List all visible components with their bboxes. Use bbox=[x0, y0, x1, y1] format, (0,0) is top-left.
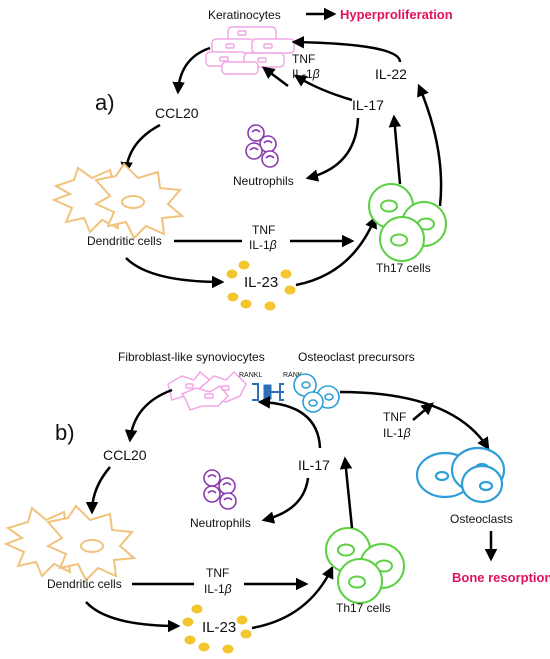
tnf-right-label: TNF bbox=[383, 410, 406, 424]
arrow-il17-to-keratinocytes bbox=[293, 74, 353, 102]
tnf-mid-label-b: TNF bbox=[206, 566, 229, 580]
ccl20-label-b: CCL20 bbox=[103, 447, 147, 463]
neutrophils-label-a: Neutrophils bbox=[233, 174, 294, 188]
osteoclast-precursors-label: Osteoclast precursors bbox=[298, 350, 415, 364]
arrow-il17-to-neutrophils-b bbox=[261, 477, 310, 524]
il23-label-b: IL-23 bbox=[202, 619, 236, 636]
keratinocyte-cells bbox=[205, 26, 295, 75]
rank-label: RANK bbox=[283, 372, 303, 379]
keratinocytes-label: Keratinocytes bbox=[208, 8, 281, 22]
panel-b-label: b) bbox=[55, 420, 75, 445]
arrow-th17-to-il22 bbox=[417, 83, 443, 207]
th17-cells-label-a: Th17 cells bbox=[376, 261, 431, 275]
synoviocyte-cells bbox=[167, 370, 247, 411]
th17-cells-b bbox=[325, 527, 405, 604]
dendritic-cells-label-a: Dendritic cells bbox=[87, 234, 162, 248]
il23-label-a: IL-23 bbox=[244, 274, 278, 291]
bone-resorption-label: Bone resorption bbox=[452, 570, 550, 585]
rankl-rank-receptor bbox=[252, 383, 284, 401]
th17-cells-label-b: Th17 cells bbox=[336, 601, 391, 615]
il17-label-b: IL-17 bbox=[298, 457, 330, 473]
arrow-il23-to-th17-b bbox=[251, 565, 334, 630]
il23-dots-a bbox=[226, 260, 296, 311]
il23-dots-b bbox=[182, 604, 252, 654]
il1b-top-label: IL-1β bbox=[292, 67, 320, 81]
arrow-il17-to-synoviocytes bbox=[257, 396, 322, 449]
arrow-ccl20-to-dendritic bbox=[120, 123, 161, 175]
dendritic-cells-label-b: Dendritic cells bbox=[47, 577, 122, 591]
th17-cells-a bbox=[368, 183, 447, 262]
arrow-ccl20-to-dendritic-b bbox=[85, 466, 111, 515]
il22-label: IL-22 bbox=[375, 66, 407, 82]
neutrophil-cells-b bbox=[203, 469, 237, 510]
tnf-top-label: TNF bbox=[292, 52, 315, 66]
neutrophil-cells-a bbox=[245, 124, 279, 168]
neutrophils-label-b: Neutrophils bbox=[190, 516, 251, 530]
arrow-th17-to-il17-a bbox=[388, 114, 402, 185]
synoviocytes-label: Fibroblast-like synoviocytes bbox=[118, 350, 265, 364]
il17-label-a: IL-17 bbox=[352, 97, 384, 113]
ccl20-label: CCL20 bbox=[155, 105, 199, 121]
osteoclast-cells bbox=[415, 446, 506, 504]
dendritic-cells-b bbox=[3, 504, 137, 582]
dendritic-cells-a bbox=[51, 162, 185, 240]
tnf-mid-label-a: TNF bbox=[252, 223, 275, 237]
arrow-dendritic-to-il23-a bbox=[125, 257, 225, 289]
arrow-il17-to-neutrophils-a bbox=[305, 117, 360, 182]
il1b-mid-label-b: IL-1β bbox=[204, 582, 232, 596]
osteoclasts-label: Osteoclasts bbox=[450, 512, 513, 526]
arrow-keratinocytes-to-ccl20 bbox=[172, 46, 211, 95]
panel-a-label: a) bbox=[95, 90, 115, 115]
arrow-cytokines-to-keratinocytes bbox=[262, 66, 289, 87]
arrow-il23-to-th17-a bbox=[295, 215, 377, 287]
arrow-il22-to-keratinocytes bbox=[291, 35, 402, 63]
osteoclast-precursor-cells bbox=[293, 373, 340, 413]
il1b-right-label: IL-1β bbox=[383, 426, 411, 440]
arrow-dendritic-to-il23-b bbox=[85, 601, 181, 633]
hyperproliferation-label: Hyperproliferation bbox=[340, 7, 453, 22]
arrow-th17-to-il17-b bbox=[339, 456, 354, 529]
il1b-mid-label-a: IL-1β bbox=[249, 238, 277, 252]
arrow-synoviocytes-to-ccl20 bbox=[124, 388, 173, 443]
rankl-label: RANKL bbox=[239, 372, 262, 379]
arrow-cytokines-to-osteoclastogenesis bbox=[412, 402, 434, 421]
